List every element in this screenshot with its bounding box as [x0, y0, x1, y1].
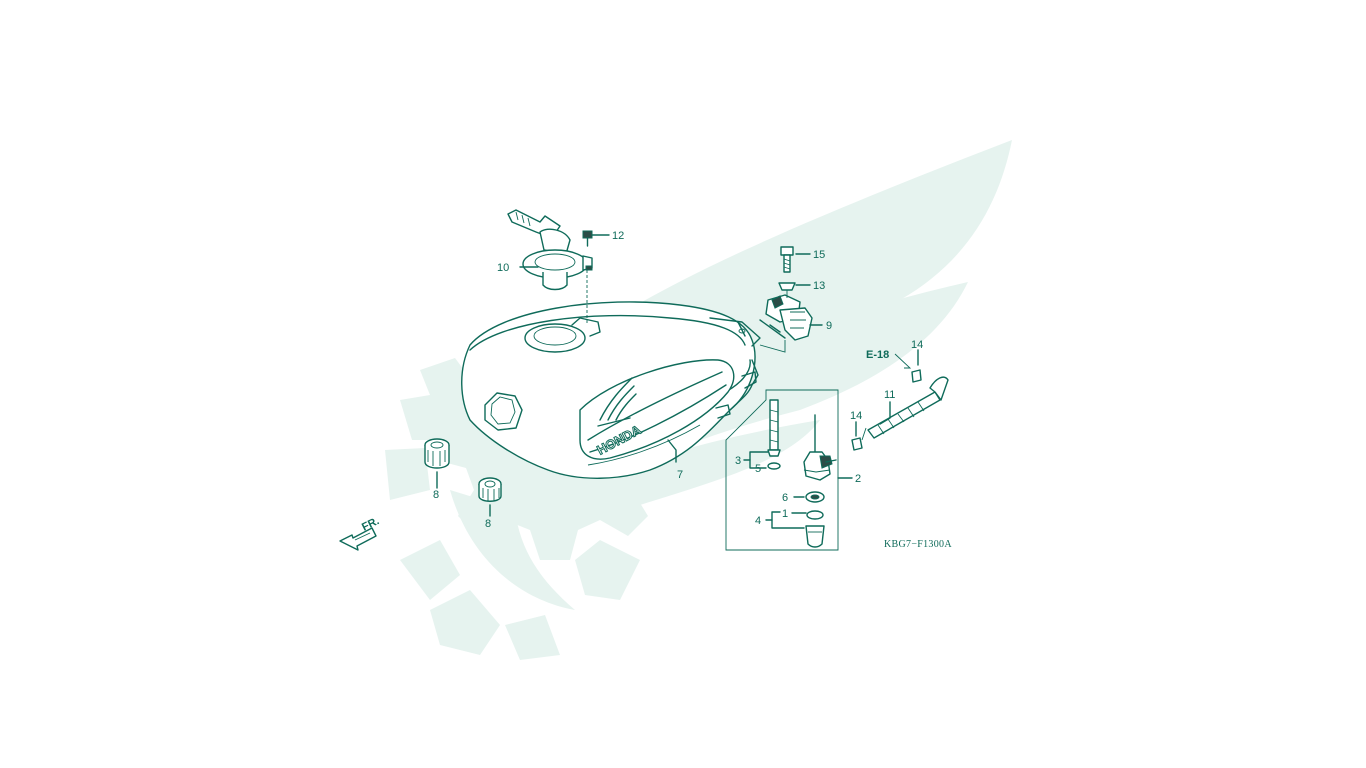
honda-wing-emblem-icon — [597, 377, 637, 427]
label-part-12: 12 — [612, 230, 624, 242]
label-part-8-left: 8 — [433, 489, 439, 501]
o-ring-5[interactable] — [767, 462, 781, 470]
label-part-11: 11 — [884, 389, 895, 401]
reference-e18[interactable]: E-18 — [866, 349, 889, 361]
label-part-14-lower: 14 — [850, 410, 862, 422]
label-part-10: 10 — [497, 262, 509, 274]
bolt-15[interactable] — [780, 246, 794, 273]
o-ring-1[interactable] — [806, 510, 824, 520]
label-part-7: 7 — [677, 469, 683, 481]
label-part-9: 9 — [826, 320, 832, 332]
fuel-strainer-3[interactable] — [767, 399, 781, 457]
label-part-1: 1 — [782, 508, 788, 520]
label-part-6: 6 — [782, 492, 788, 504]
label-part-5: 5 — [755, 463, 761, 475]
direction-label: FR. — [360, 515, 381, 534]
fuel-cup-4[interactable] — [805, 525, 825, 548]
label-part-4: 4 — [755, 515, 761, 527]
leader-lines — [436, 234, 919, 529]
label-part-14-upper: 14 — [911, 339, 923, 351]
label-part-15: 15 — [813, 249, 825, 261]
fuel-valve-2[interactable] — [803, 414, 837, 481]
label-part-3: 3 — [735, 455, 741, 467]
fuel-tank[interactable]: HONDA — [461, 301, 761, 479]
filler-opening — [524, 323, 586, 353]
label-part-8-right: 8 — [485, 518, 491, 530]
front-direction-arrow-icon — [339, 527, 377, 551]
rubber-cushion-right[interactable] — [478, 477, 502, 502]
tube-clip-14-lower[interactable] — [851, 437, 863, 451]
fuel-tube-11[interactable] — [861, 376, 949, 441]
watermark-gear-outer-icon — [400, 358, 475, 440]
rubber-cushion-left[interactable] — [424, 438, 450, 469]
fuel-cock-group — [725, 389, 839, 551]
front-mount-socket — [484, 392, 523, 431]
fuel-cap-assembly[interactable] — [507, 209, 593, 291]
screw-12[interactable] — [582, 230, 593, 325]
fuel-sender-unit[interactable] — [759, 294, 813, 353]
label-part-2: 2 — [855, 473, 861, 485]
washer-6[interactable] — [805, 491, 825, 503]
label-part-13: 13 — [813, 280, 825, 292]
washer-13[interactable] — [778, 282, 796, 298]
tube-clip-14-upper[interactable] — [911, 369, 922, 383]
drawing-code: KBG7−F1300A — [884, 539, 952, 550]
